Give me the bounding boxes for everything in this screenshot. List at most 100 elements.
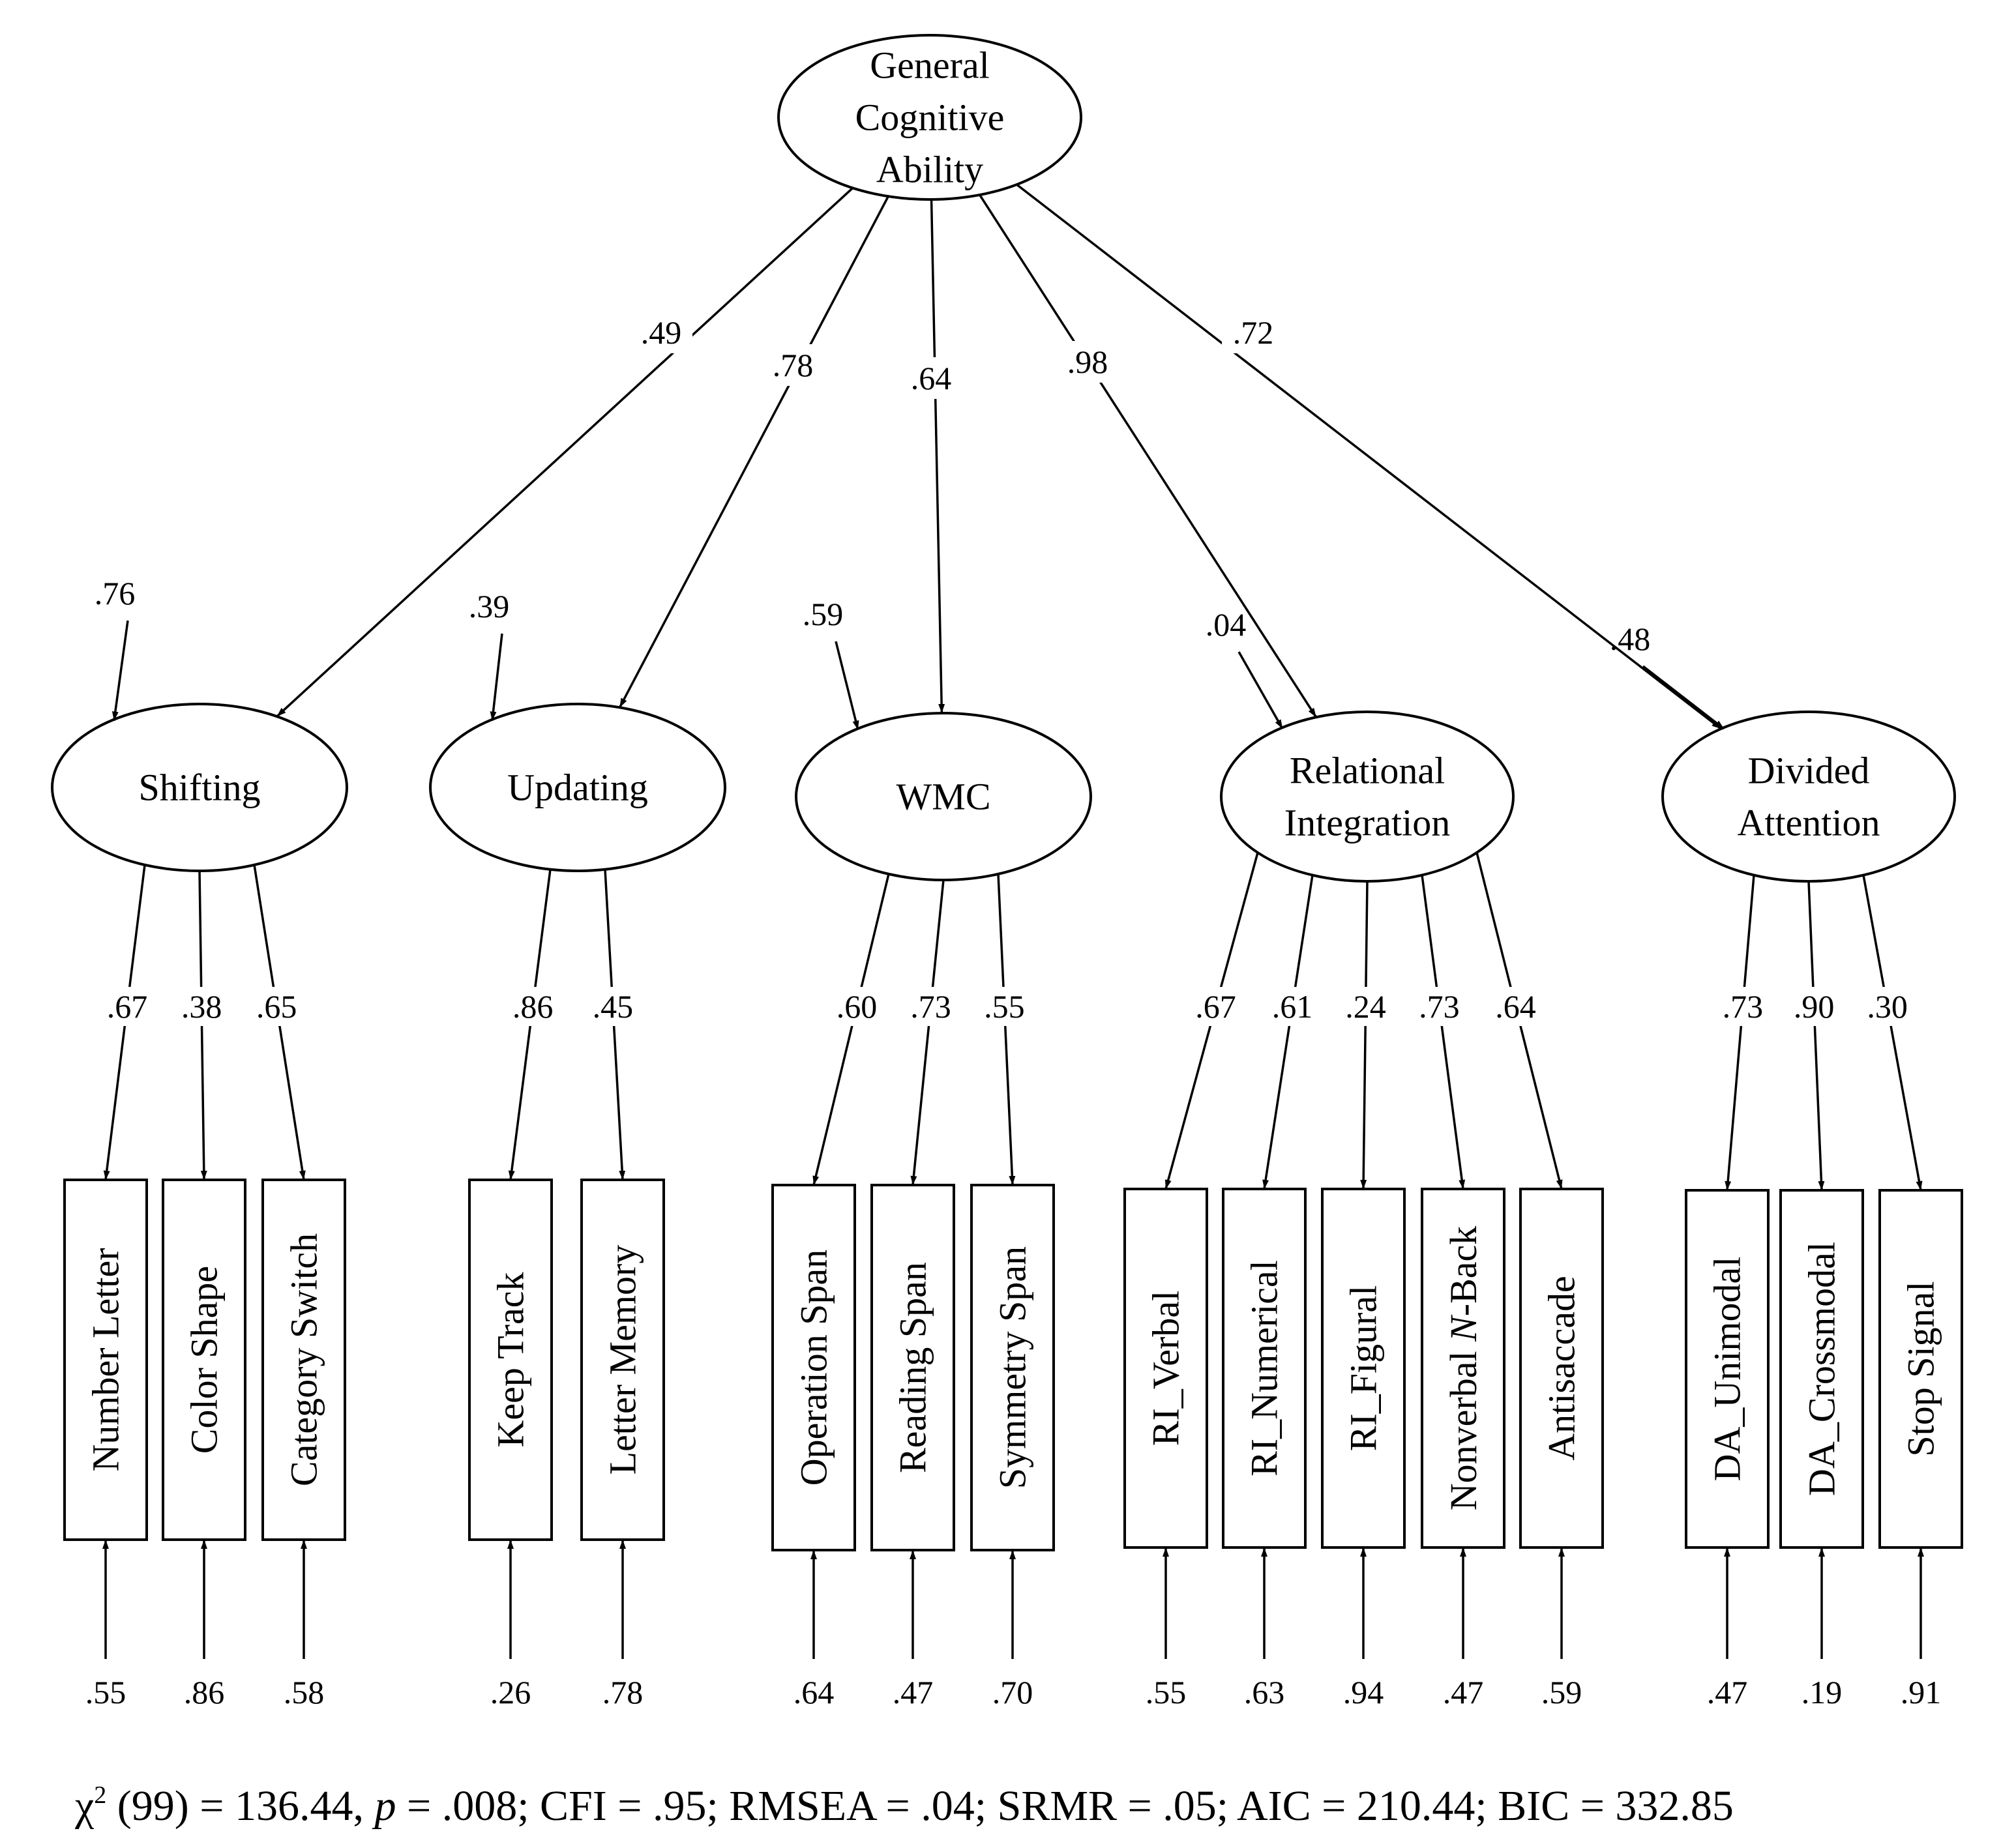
loading-wmc-reading-span: .73 [910,988,951,1025]
disturbance-arrow-relational-integration [1238,651,1284,729]
fit-chi-symbol: χ [74,1782,94,1830]
residual-wmc-operation-span: .64 [793,1674,835,1710]
indicator-label-relational-integration-ri-verbal: RI_Verbal [1145,1291,1187,1446]
loading-bg-wmc-reading-span [904,987,957,1026]
loading-bg-updating-keep-track [507,987,559,1026]
disturbance-arrow-divided-attention [1642,665,1725,730]
indicator-box-shifting-number-letter [63,1179,148,1541]
loading-updating-letter-memory: .45 [593,988,634,1025]
fit-chi-superscript: 2 [94,1782,106,1809]
indicator-box-relational-integration-nonverbal-n-back [1421,1188,1505,1549]
general-loading-bg-divided-attention [1222,312,1284,353]
loading-bg-shifting-number-letter [101,987,154,1026]
factor-label-divided-attention: Attention [1737,802,1880,844]
indicator-box-relational-integration-ri-figural [1321,1188,1406,1549]
indicator-label-shifting-category-switch: Category Switch [283,1233,325,1486]
factor-label-divided-attention: Divided [1748,750,1870,792]
disturbance-divided-attention: .48 [1610,621,1651,657]
residual-shifting-number-letter: .55 [85,1674,126,1710]
general-factor-ellipse [777,34,1082,201]
loading-shifting-category-switch: .65 [256,988,297,1025]
loading-path-wmc-operation-span [812,873,890,1186]
indicator-box-relational-integration-ri-verbal [1123,1188,1208,1549]
factor-ellipse-divided-attention [1661,711,1956,883]
disturbance-arrow-wmc [835,641,859,731]
loading-divided-attention-da-crossmodal: .90 [1794,988,1835,1025]
fit-indices: = .008; CFI = .95; RMSEA = .04; SRMR = .… [396,1782,1733,1830]
loading-bg-shifting-category-switch [250,987,303,1026]
loading-path-wmc-reading-span [910,879,945,1186]
residual-wmc-symmetry-span: .70 [992,1674,1033,1710]
residual-relational-integration-ri-verbal: .55 [1146,1674,1187,1710]
residual-wmc-reading-span: .47 [893,1674,934,1710]
general-to-factor-paths: .49.78.64.98.72 [276,183,1722,730]
loading-divided-attention-da-unimodal: .73 [1723,988,1764,1025]
residual-shifting-category-switch: .58 [284,1674,325,1710]
factor-wmc: WMC.59 [795,596,1092,881]
indicator-box-relational-integration-ri-numerical [1222,1188,1307,1549]
residual-updating-letter-memory: .78 [602,1674,644,1710]
loading-bg-divided-attention-da-unimodal [1716,987,1769,1026]
indicator-label-wmc-symmetry-span: Symmetry Span [992,1246,1034,1489]
indicator-box-divided-attention-stop-signal [1878,1189,1963,1549]
loading-bg-relational-integration-ri-numerical [1266,987,1319,1026]
residual-updating-keep-track: .26 [490,1674,531,1710]
loading-bg-updating-letter-memory [586,987,639,1026]
factor-ellipse-relational-integration [1220,711,1515,883]
loading-path-divided-attention-da-unimodal [1725,875,1755,1191]
factor-ellipse-updating [429,703,726,872]
loading-wmc-operation-span: .60 [837,988,878,1025]
model-fit-statistics: χ2 (99) = 136.44, p = .008; CFI = .95; R… [74,1782,1734,1830]
residual-divided-attention-da-crossmodal: .19 [1801,1674,1843,1710]
indicator-label-wmc-operation-span: Operation Span [793,1250,835,1486]
indicator-label-updating-keep-track: Keep Track [490,1272,532,1447]
indicator-label-divided-attention-da-crossmodal: DA_Crossmodal [1801,1242,1843,1496]
indicator-box-shifting-color-shape [162,1179,246,1541]
loading-updating-keep-track: .86 [512,988,554,1025]
loading-bg-relational-integration-nonverbal-n-back [1413,987,1466,1026]
factor-updating: Updating.39 [429,588,726,872]
disturbance-wmc: .59 [803,596,844,632]
loading-path-relational-integration-ri-figural [1360,881,1369,1190]
fit-df-and-chi-value: (99) = 136.44, [106,1782,374,1830]
loading-bg-divided-attention-stop-signal [1861,987,1914,1026]
residual-relational-integration-nonverbal-n-back: .47 [1443,1674,1484,1710]
loading-relational-integration-antisaccade: .64 [1495,988,1536,1025]
disturbance-arrow-shifting [111,620,129,721]
indicator-label-relational-integration-antisaccade: Antisaccade [1541,1276,1583,1460]
loading-shifting-color-shape: .38 [181,988,222,1025]
indicator-label-shifting-number-letter: Number Letter [85,1248,127,1471]
path-general-to-divided-attention [1016,183,1722,730]
general-loading-shifting: .49 [641,314,682,351]
indicator-label-updating-letter-memory: Letter Memory [602,1245,644,1475]
indicator-label-divided-attention-da-unimodal: DA_Unimodal [1706,1257,1749,1482]
indicator-box-divided-attention-da-crossmodal [1779,1189,1864,1549]
path-general-to-shifting [276,187,854,718]
fit-p-symbol: p [372,1782,396,1830]
general-loading-updating: .78 [773,347,814,383]
factor-label-relational-integration: Integration [1284,802,1450,844]
path-general-to-relational-integration [979,194,1318,718]
loading-bg-wmc-operation-span [831,987,883,1026]
loading-relational-integration-ri-verbal: .67 [1195,988,1236,1025]
disturbance-shifting: .76 [95,575,136,611]
residual-divided-attention-da-unimodal: .47 [1707,1674,1748,1710]
loading-bg-shifting-color-shape [175,987,228,1026]
indicator-label-wmc-reading-span: Reading Span [892,1262,934,1473]
loading-relational-integration-ri-figural: .24 [1345,988,1386,1025]
path-general-to-updating [618,196,889,709]
loading-bg-relational-integration-ri-figural [1339,987,1392,1026]
